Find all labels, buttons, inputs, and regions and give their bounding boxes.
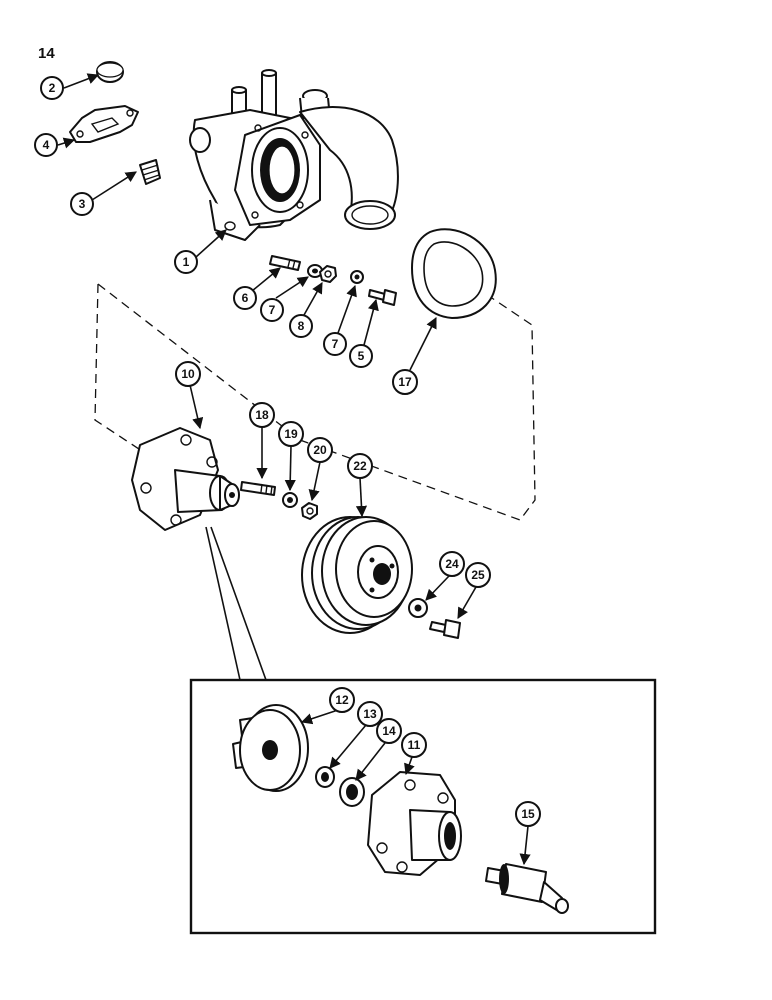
callout-17: 17 [392,369,418,395]
housing-gasket [411,228,497,319]
leader-20 [308,461,321,502]
pump-body-assembly [131,427,240,531]
callout-10-label: 10 [181,367,195,381]
pump-body [367,771,462,876]
leader-11 [404,756,415,776]
leader-4 [57,137,76,149]
callout-22-label: 22 [353,459,367,473]
leader-24 [425,575,450,601]
page-number: 14 [38,45,55,62]
callout-11-label: 11 [408,738,421,752]
pulley-bolt [429,619,461,639]
plug-cap [96,61,124,83]
leader-12 [300,709,339,725]
callout-15: 15 [515,801,541,827]
callout-24-label: 24 [445,557,459,571]
leader-5 [363,298,379,346]
callout-14: 14 [376,718,402,744]
callout-25: 25 [465,562,491,588]
leader-19 [284,445,296,492]
small-gasket [69,105,139,143]
stud [269,255,301,271]
pipe-plug-fitting [139,159,161,185]
leader-3 [91,171,137,201]
callout-3: 3 [70,192,94,216]
callout-19: 19 [278,421,304,447]
callout-15-label: 15 [521,807,535,821]
callout-8: 8 [289,314,313,338]
callout-7b-label: 7 [332,337,339,351]
leader-17 [409,316,437,371]
leader-6 [251,267,281,292]
callout-2: 2 [40,76,64,100]
callout-12: 12 [329,687,355,713]
callout-18: 18 [249,402,275,428]
callout-13-label: 13 [363,707,377,721]
callout-20: 20 [307,437,333,463]
leader-10 [189,384,204,430]
callout-6-label: 6 [242,291,249,305]
nut [319,265,337,283]
callout-17-label: 17 [398,375,412,389]
leader-7b [337,284,357,334]
shaft-bearing [485,863,569,914]
callout-20-label: 20 [313,443,327,457]
callout-1: 1 [174,250,198,274]
pulley-washer [282,492,298,508]
callout-10: 10 [175,361,201,387]
pump-housing [189,69,399,241]
callout-11: 11 [401,732,427,758]
leader-1 [195,229,227,258]
callout-3-label: 3 [79,197,86,211]
pulley-nut [301,502,318,520]
zoom-line-right [210,526,267,681]
pulley [301,516,413,634]
leader-15 [519,825,531,866]
callout-18-label: 18 [255,408,269,422]
leader-22 [355,477,368,518]
leader-14 [355,742,386,781]
callout-2-label: 2 [49,81,56,95]
leader-13 [329,724,367,769]
leader-7a [275,276,309,299]
bolt [368,289,397,306]
lock-washer-right [350,270,364,284]
impeller [232,704,309,792]
callout-4-label: 4 [43,138,50,152]
callout-8-label: 8 [298,319,305,333]
callout-7a-label: 7 [269,303,276,317]
leader-8 [303,282,323,316]
assembly-boundary-left [94,283,149,456]
callout-7a: 7 [260,298,284,322]
callout-4: 4 [34,133,58,157]
callout-5-label: 5 [358,349,365,363]
callout-14-label: 14 [382,724,396,738]
callout-5: 5 [349,344,373,368]
leader-25 [457,586,477,619]
callout-12-label: 12 [335,693,349,707]
callout-25-label: 25 [471,568,485,582]
callout-22: 22 [347,453,373,479]
seal [315,766,335,788]
callout-24: 24 [439,551,465,577]
pulley-stud [240,481,276,496]
callout-1-label: 1 [183,255,190,269]
leader-2 [63,73,100,89]
seal-ring [339,777,365,807]
callout-7b: 7 [323,332,347,356]
zoom-line-left [205,526,241,681]
callout-19-label: 19 [284,427,298,441]
pulley-bolt-washer [408,598,428,618]
callout-6: 6 [233,286,257,310]
callout-13: 13 [357,701,383,727]
